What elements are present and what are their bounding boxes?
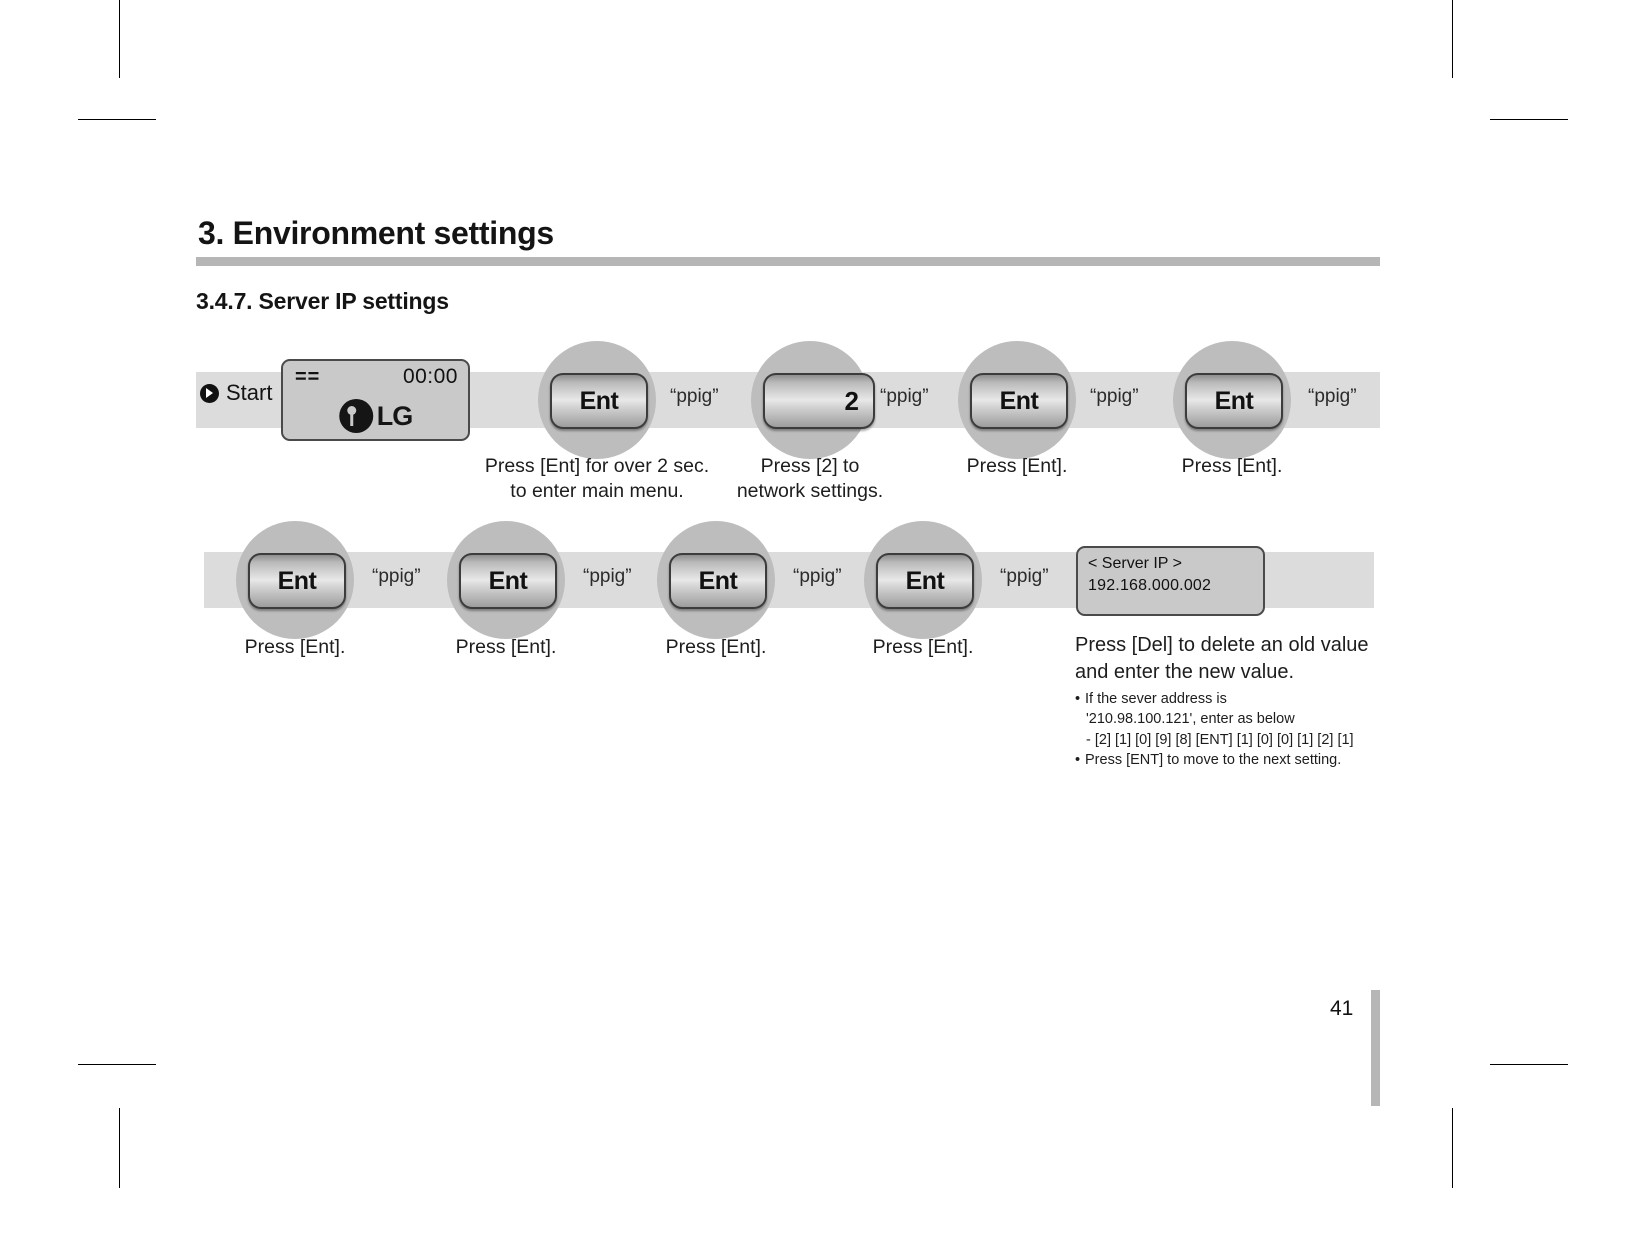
key-button-row2-4[interactable]: Ent bbox=[876, 553, 974, 609]
note-bullet-2: •Press [ENT] to move to the next setting… bbox=[1075, 750, 1385, 770]
lg-logo: LG bbox=[338, 399, 413, 433]
caption-row1-1: Press [Ent] for over 2 sec. to enter mai… bbox=[485, 454, 709, 504]
note-block: Press [Del] to delete an old value and e… bbox=[1075, 632, 1385, 770]
note-bullet-2-main: Press [ENT] to move to the next setting. bbox=[1085, 752, 1342, 769]
sound-label-row1-3: “ppig” bbox=[1090, 386, 1139, 407]
key-button-row1-2[interactable]: 2 bbox=[763, 373, 875, 429]
section-title: 3.4.7. Server IP settings bbox=[196, 288, 449, 314]
play-circle-icon bbox=[200, 383, 219, 403]
caption-row1-2-line1: Press [2] to bbox=[760, 455, 860, 477]
note-bullet-1-sub1: '210.98.100.121', enter as below bbox=[1086, 711, 1295, 728]
caption-row1-2: Press [2] to network settings. bbox=[737, 454, 883, 504]
crop-mark-left-vertical bbox=[119, 0, 120, 78]
crop-mark-bottom-left-horizontal bbox=[78, 1064, 156, 1065]
sound-label-row1-4: “ppig” bbox=[1308, 386, 1357, 407]
caption-row1-4-line1: Press [Ent]. bbox=[1181, 455, 1283, 477]
lg-face-icon bbox=[338, 399, 373, 433]
crop-mark-bottom-left-vertical bbox=[119, 1108, 120, 1188]
note-bullet-1-main: If the sever address is bbox=[1085, 691, 1227, 708]
key-button-row1-3[interactable]: Ent bbox=[970, 373, 1068, 429]
note-title-line2: and enter the new value. bbox=[1075, 660, 1295, 683]
start-marker: Start bbox=[200, 380, 272, 406]
lg-wordmark: LG bbox=[376, 400, 413, 431]
lcd-time-text: 00:00 bbox=[402, 365, 458, 388]
server-ip-title: < Server IP > bbox=[1088, 555, 1182, 572]
sound-label-row1-2: “ppig” bbox=[880, 386, 929, 407]
key-button-row2-1[interactable]: Ent bbox=[248, 553, 346, 609]
caption-row1-1-line2: to enter main menu. bbox=[510, 479, 684, 502]
caption-row2-1-line1: Press [Ent]. bbox=[244, 636, 346, 658]
crop-mark-bottom-right-horizontal bbox=[1490, 1064, 1568, 1065]
key-button-row1-1[interactable]: Ent bbox=[550, 373, 648, 429]
caption-row2-1: Press [Ent]. bbox=[245, 635, 346, 660]
caption-row1-3-line1: Press [Ent]. bbox=[966, 455, 1068, 477]
note-bullet-list: •If the sever address is '210.98.100.121… bbox=[1075, 689, 1385, 770]
caption-row2-2-line1: Press [Ent]. bbox=[455, 636, 557, 658]
caption-row1-1-line1: Press [Ent] for over 2 sec. bbox=[484, 455, 710, 477]
caption-row1-3: Press [Ent]. bbox=[967, 454, 1068, 479]
lcd-status-text: == bbox=[295, 366, 321, 388]
caption-row2-3-line1: Press [Ent]. bbox=[665, 636, 767, 658]
sound-label-row2-2: “ppig” bbox=[583, 566, 632, 587]
note-bullet-1-sub2: - [2] [1] [0] [9] [8] [ENT] [1] [0] [0] … bbox=[1086, 731, 1354, 748]
caption-row1-2-line2: network settings. bbox=[736, 479, 884, 502]
crop-mark-bottom-right-vertical bbox=[1452, 1108, 1453, 1188]
chapter-title: 3. Environment settings bbox=[198, 215, 554, 251]
sound-label-row1-1: “ppig” bbox=[670, 386, 719, 407]
heading-rule bbox=[196, 257, 1380, 267]
page-number: 41 bbox=[1330, 997, 1354, 1020]
bullet-dot-icon: • bbox=[1075, 752, 1081, 769]
start-label: Start bbox=[226, 380, 273, 405]
caption-row2-2: Press [Ent]. bbox=[456, 635, 557, 660]
crop-mark-top-left-horizontal bbox=[78, 119, 156, 120]
crop-mark-top-right-horizontal bbox=[1490, 119, 1568, 120]
key-button-row1-4[interactable]: Ent bbox=[1185, 373, 1283, 429]
sound-label-row2-4: “ppig” bbox=[1000, 566, 1049, 587]
key-button-row2-2[interactable]: Ent bbox=[459, 553, 557, 609]
sound-label-row2-1: “ppig” bbox=[372, 566, 421, 587]
bullet-dot-icon: • bbox=[1075, 691, 1081, 708]
start-lcd-display: == 00:00 LG bbox=[281, 359, 470, 441]
caption-row2-4: Press [Ent]. bbox=[873, 635, 974, 660]
key-button-row2-3[interactable]: Ent bbox=[669, 553, 767, 609]
server-ip-value: 192.168.000.002 bbox=[1088, 577, 1212, 594]
server-ip-lcd-display: < Server IP > 192.168.000.002 bbox=[1076, 546, 1265, 616]
chapter-heading-block: 3. Environment settings bbox=[196, 215, 1380, 267]
page-edge-bar bbox=[1371, 990, 1380, 1106]
note-title-line1: Press [Del] to delete an old value bbox=[1075, 634, 1369, 656]
note-bullet-1: •If the sever address is '210.98.100.121… bbox=[1075, 689, 1385, 750]
sound-label-row2-3: “ppig” bbox=[793, 566, 842, 587]
caption-row2-4-line1: Press [Ent]. bbox=[872, 636, 974, 658]
caption-row1-4: Press [Ent]. bbox=[1182, 454, 1283, 479]
caption-row2-3: Press [Ent]. bbox=[666, 635, 767, 660]
crop-mark-right-vertical bbox=[1452, 0, 1453, 78]
